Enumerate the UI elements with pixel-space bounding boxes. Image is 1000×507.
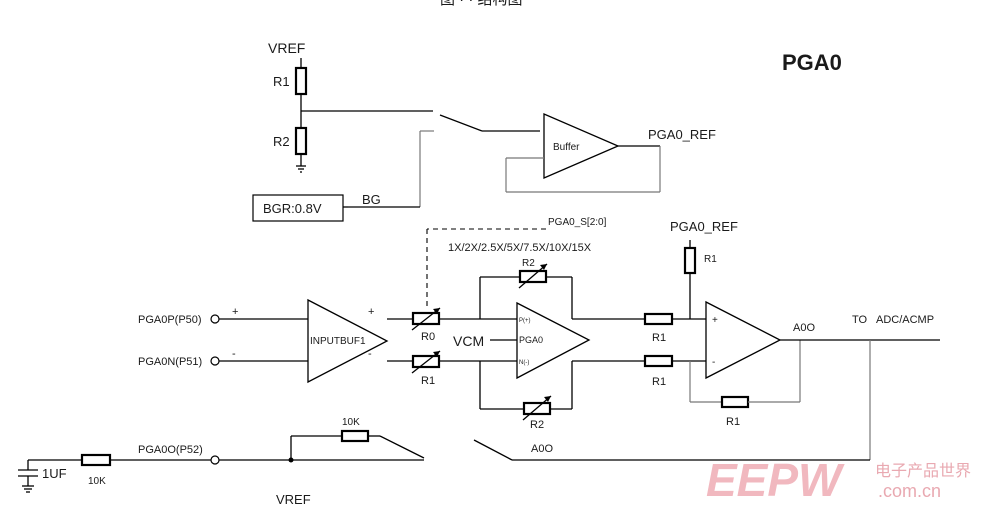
inputbuf-minus: - <box>368 348 372 360</box>
r1-a-label: R1 <box>652 332 666 344</box>
eepw-watermark: EEPW 电子产品世界 .com.cn <box>706 454 971 506</box>
a0o-out-label: A0O <box>793 322 815 334</box>
eepw-url: .com.cn <box>878 481 941 501</box>
r1-ref-label: R1 <box>704 254 717 265</box>
bgr-box <box>252 194 344 222</box>
out-amp-plus: + <box>712 315 718 326</box>
gain-options-label: 1X/2X/2.5X/5X/7.5X/10X/15X <box>448 242 592 254</box>
pga0o-label: PGA0O(P52) <box>138 444 203 456</box>
buffer-label: Buffer <box>553 142 580 153</box>
output-pin-path: 1UF 10K PGA0O(P52) 10K A0O VREF <box>18 417 870 507</box>
r0-label: R0 <box>421 331 435 343</box>
a0o-switch <box>473 439 513 461</box>
pin-p52 <box>210 455 220 465</box>
resistor-10k-top <box>340 429 370 443</box>
gain-select: PGA0_S[2:0] 1X/2X/2.5X/5X/7.5X/10X/15X <box>426 217 607 306</box>
bgr-label: BGR:0.8V <box>263 201 322 216</box>
ref-switch <box>439 114 483 132</box>
r1-fb-label: R1 <box>726 416 740 428</box>
buffer-amp: Buffer PGA0_REF <box>505 113 716 193</box>
inputbuf-amp: INPUTBUF1 + - <box>307 298 413 384</box>
vref-top-label: VREF <box>268 40 305 56</box>
pga-label: PGA0 <box>519 335 543 345</box>
resistor-r2-top <box>294 126 308 156</box>
r2-bottom-label: R2 <box>530 419 544 431</box>
out-amp-minus: - <box>712 357 715 368</box>
gain-signal-label: PGA0_S[2:0] <box>548 217 607 228</box>
pga0-ref-label: PGA0_REF <box>670 219 738 234</box>
r1-b-label: R1 <box>652 376 666 388</box>
pga0p-label: PGA0P(P50) <box>138 314 202 326</box>
to-label: TO <box>852 314 868 326</box>
resistor-10k-left <box>80 453 112 467</box>
capacitor-icon <box>18 469 38 477</box>
bg-label: BG <box>362 192 381 207</box>
input-pins: PGA0P(P50) + PGA0N(P51) - <box>138 306 308 368</box>
inputbuf-plus: + <box>368 306 374 318</box>
buffer-out-label: PGA0_REF <box>648 127 716 142</box>
pga-in-n: N(-) <box>519 360 529 366</box>
resistor-r1-a <box>643 312 674 326</box>
adc-acmp-label: ADC/ACMP <box>876 314 934 326</box>
reference-divider: VREF R1 R2 BGR:0.8V BG <box>252 40 540 222</box>
vcm-label: VCM <box>453 333 484 349</box>
feedback-switch <box>379 435 425 459</box>
pin-p50 <box>210 314 220 324</box>
resistor-r1-b <box>643 354 674 368</box>
resistor-r1-ref <box>683 246 697 275</box>
inputbuf-label: INPUTBUF1 <box>310 336 366 347</box>
pga-core: R0 R1 VCM R2 R2 P(+) PGA0 N(-) <box>411 258 645 431</box>
r10k-left-label: 10K <box>88 476 106 487</box>
pin-n-minus: - <box>232 348 236 360</box>
a0o-bottom-label: A0O <box>531 443 553 455</box>
ground-icon <box>22 485 34 493</box>
figure-caption: 图 · · 结构图 <box>440 0 523 8</box>
output-amp: R1 R1 PGA0_REF R1 + - R1 A0O TO ADC/ACMP <box>643 219 940 460</box>
vref-bottom-label: VREF <box>276 492 311 507</box>
pin-p-plus: + <box>232 306 238 318</box>
pin-p51 <box>210 356 220 366</box>
eepw-cn: 电子产品世界 <box>875 462 971 480</box>
ground-icon <box>296 165 306 173</box>
r2-top-label: R2 <box>273 134 290 149</box>
r10k-top-label: 10K <box>342 417 360 428</box>
pga0n-label: PGA0N(P51) <box>138 356 202 368</box>
r2-top-fb-label: R2 <box>522 258 535 269</box>
cap-label: 1UF <box>42 466 67 481</box>
diagram-title: PGA0 <box>782 50 842 75</box>
pga-in-p: P(+) <box>519 318 531 324</box>
eepw-logo: EEPW <box>706 454 845 506</box>
resistor-r1-fb <box>720 395 750 409</box>
resistor-r1-top <box>294 66 308 96</box>
r1-top-label: R1 <box>273 74 290 89</box>
r1-in-label: R1 <box>421 375 435 387</box>
